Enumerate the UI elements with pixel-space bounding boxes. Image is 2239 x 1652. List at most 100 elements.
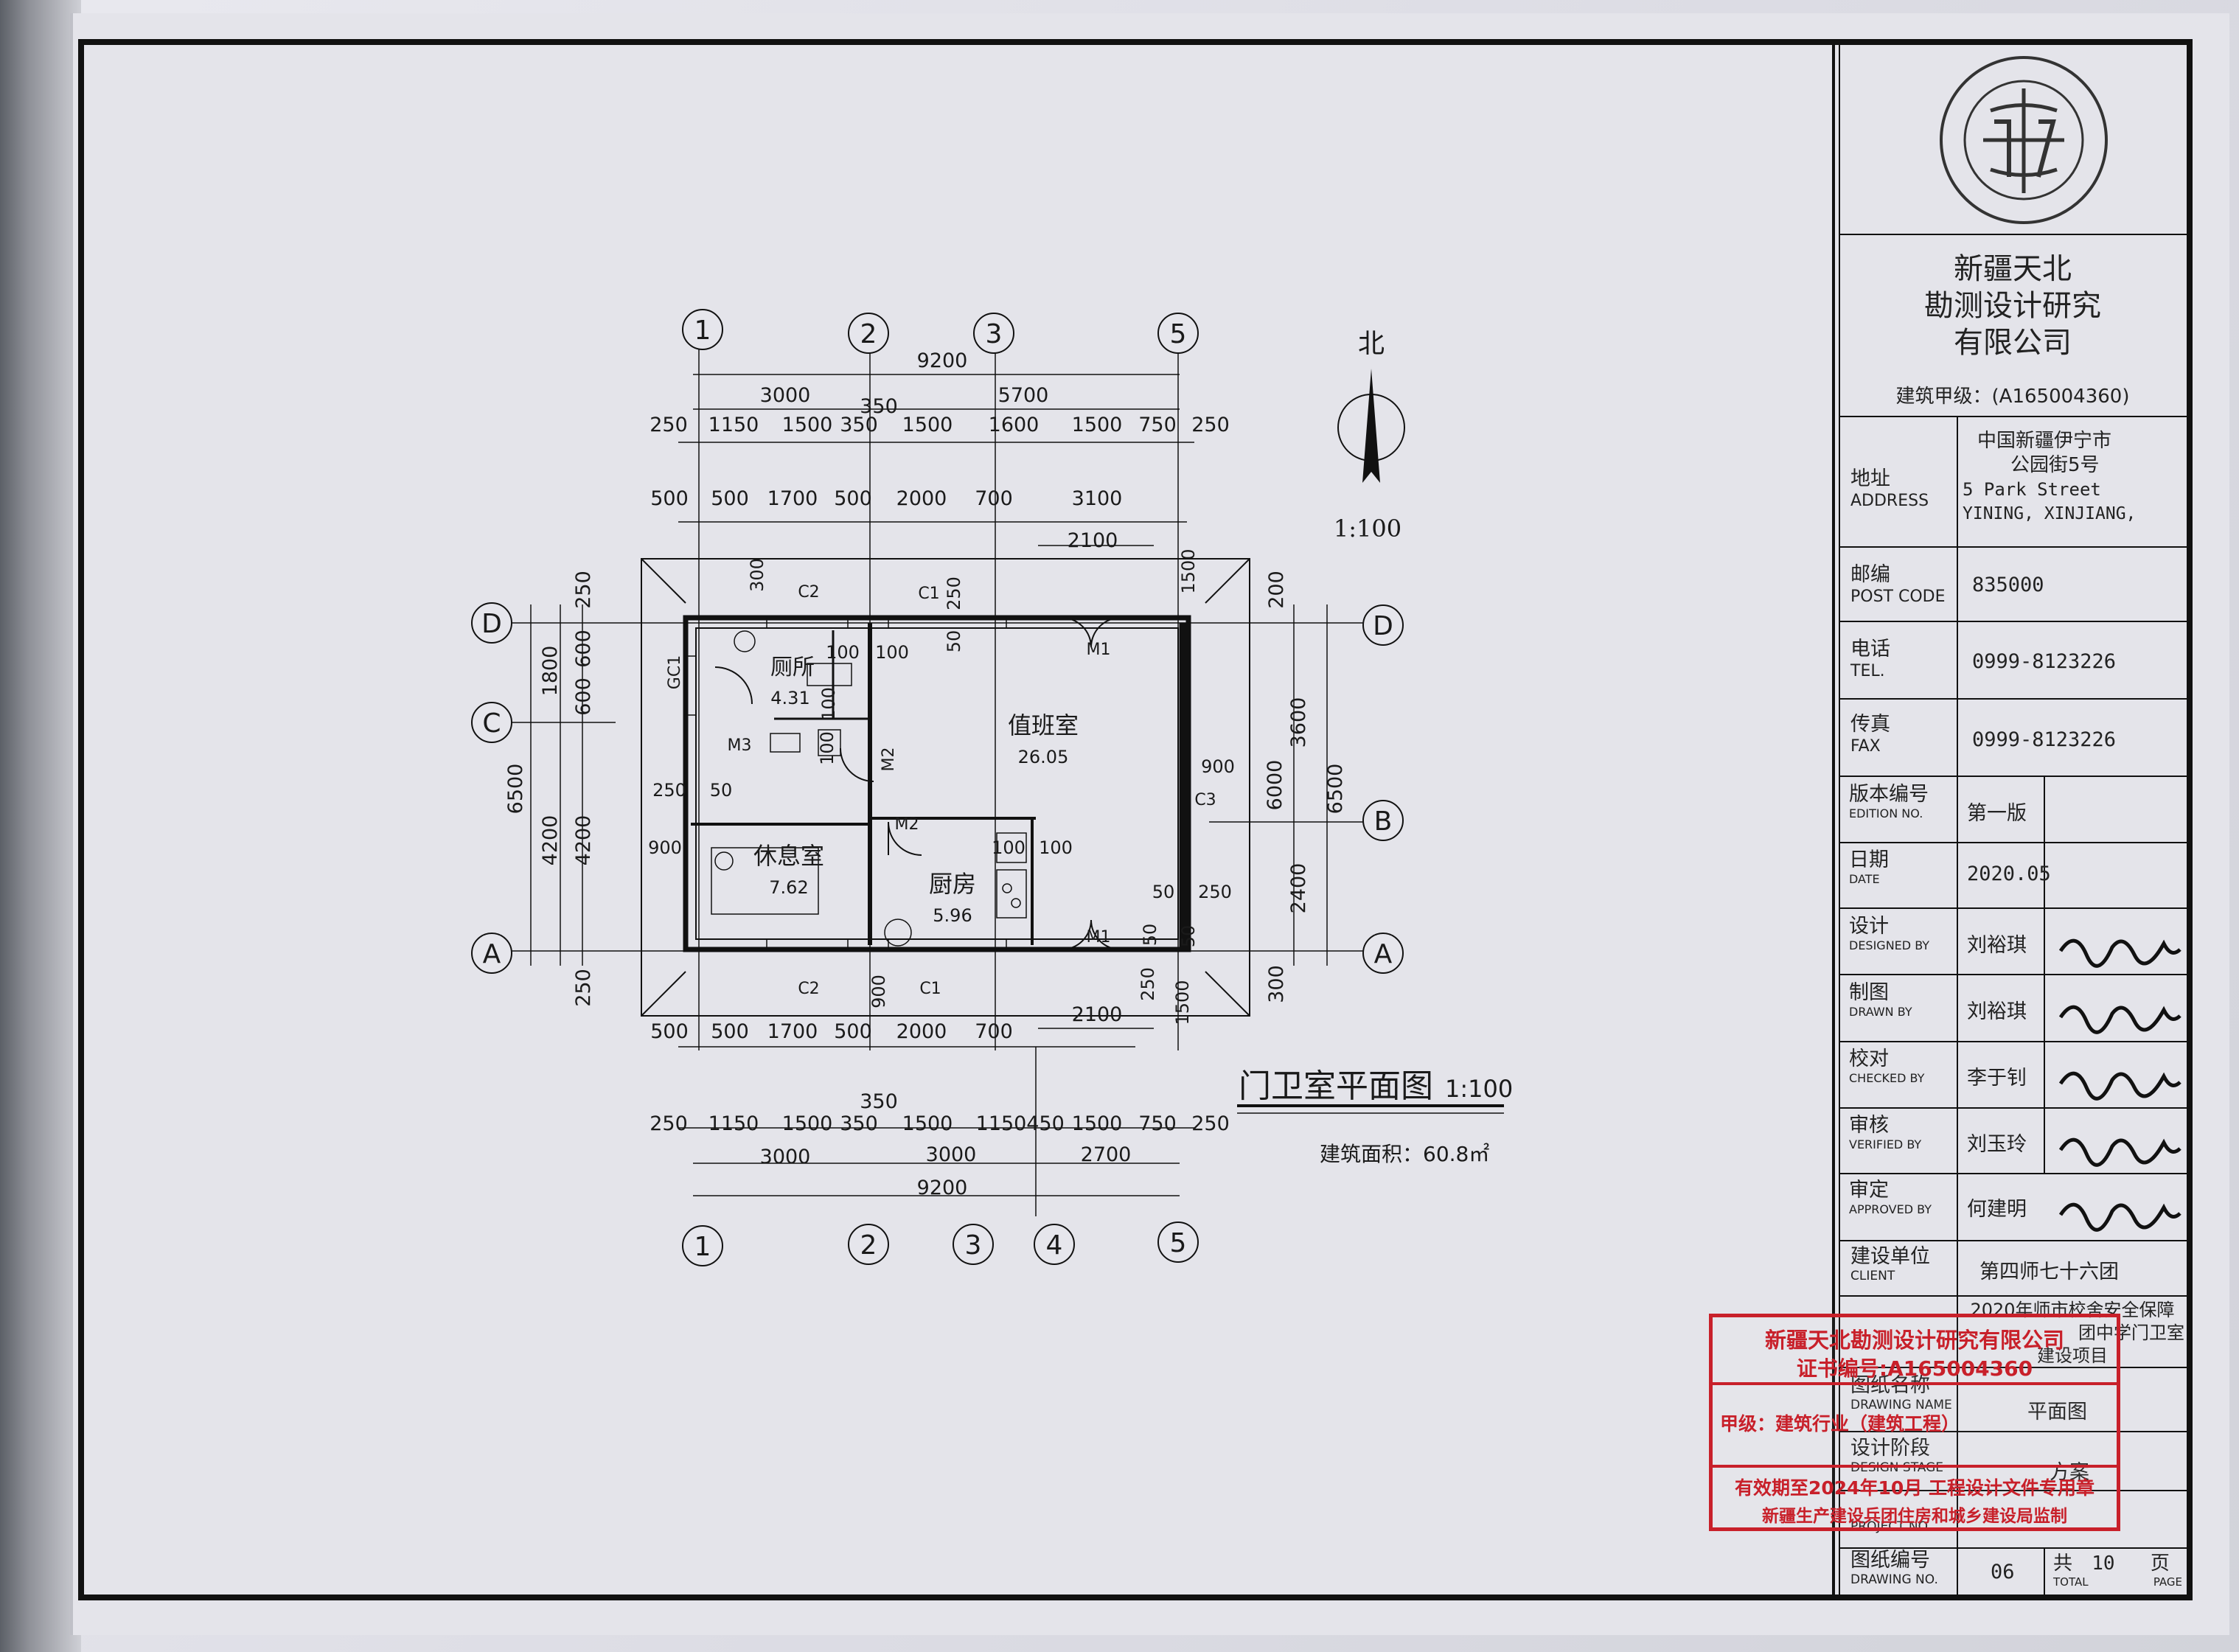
opening-tags: M1 M1 M2 M2 M3 C2 C1 C2 C1 C3 GC1	[666, 583, 1216, 998]
dim: 1500	[782, 414, 833, 436]
dim: 300	[747, 558, 767, 592]
axis-labels: 1 2 3 5 1 2 3 4 5 D C A D B A	[481, 316, 1393, 1262]
approved-value: 何建明	[1967, 1198, 2027, 1221]
plan-scale: 1:100	[1445, 1075, 1513, 1103]
inner-dimension-labels: 100 100 100 100 100 100 250 50 900 900 5…	[648, 548, 1235, 1025]
fax-label-en: FAX	[1850, 737, 1881, 756]
dim: 1700	[767, 487, 818, 510]
dim: 1150	[708, 414, 759, 436]
date-label-cn: 日期	[1849, 848, 1889, 871]
approved-label-en: APPROVED BY	[1849, 1202, 1932, 1216]
binding-shadow	[0, 0, 81, 1652]
building-area: 建筑面积：60.8㎡	[1320, 1142, 1489, 1166]
dim: 1150	[708, 1112, 759, 1135]
window-tag: C1	[919, 980, 941, 998]
stamp-line3: 甲级：建筑行业（建筑工程）	[1720, 1413, 1960, 1435]
design-stage-label-cn: 设计阶段	[1850, 1437, 1930, 1460]
axis-bottom-4: 4	[1046, 1230, 1063, 1261]
axis-top-5: 5	[1170, 319, 1187, 349]
dim: 1600	[989, 414, 1040, 436]
axis-bottom-2: 2	[860, 1230, 877, 1261]
window-tag: C2	[798, 583, 819, 602]
dim: 900	[868, 975, 889, 1008]
dim: 50	[1178, 925, 1199, 948]
dim: 1500	[1072, 414, 1123, 436]
total-value: 10	[2092, 1552, 2115, 1575]
room-name-kitchen: 厨房	[929, 870, 976, 898]
dim: 3000	[926, 1143, 977, 1166]
edition-label-cn: 版本编号	[1849, 783, 1929, 806]
axis-top-3: 3	[986, 319, 1003, 349]
axis-right-b: B	[1374, 806, 1393, 837]
door-tag: M1	[1087, 641, 1111, 659]
window-tag: GC1	[666, 655, 684, 689]
room-name-toilet: 厕所	[770, 655, 815, 680]
approved-signature	[2058, 1202, 2181, 1232]
qualification: 建筑甲级：(A165004360)	[1895, 386, 2130, 408]
dim-top-3000: 3000	[760, 384, 811, 407]
designed-value: 刘裕琪	[1967, 934, 2027, 957]
room-name-duty: 值班室	[1008, 711, 1079, 739]
page-cn: 页	[2150, 1552, 2170, 1575]
dim: 250	[652, 780, 686, 801]
drawn-label-en: DRAWN BY	[1849, 1005, 1912, 1019]
dim: 1500	[1178, 548, 1199, 593]
company-name-line3: 有限公司	[1954, 326, 2072, 360]
dim: 600	[572, 677, 595, 716]
dim: 6500	[1324, 764, 1347, 815]
checked-label-cn: 校对	[1849, 1048, 1889, 1070]
dim: 4200	[539, 815, 562, 866]
door-tag: M1	[1087, 928, 1111, 947]
address-line4: YINING, XINJIANG,	[1963, 504, 2137, 523]
address-label-cn: 地址	[1850, 467, 1890, 490]
room-area-toilet: 4.31	[770, 688, 809, 708]
dim: 1500	[782, 1112, 833, 1135]
drawing-no-value: 06	[1991, 1561, 2015, 1583]
approved-label-cn: 审定	[1849, 1179, 1889, 1202]
drawing-total: 共 10 页 TOTAL PAGE	[2053, 1548, 2186, 1589]
dim: 6500	[504, 764, 527, 815]
dim: 200	[1265, 571, 1288, 609]
dim: 500	[834, 1020, 872, 1043]
axis-left-a: A	[483, 939, 501, 969]
page-en: PAGE	[2153, 1575, 2182, 1589]
room-area-kitchen: 5.96	[933, 905, 972, 926]
dim: 250	[1138, 967, 1158, 1001]
dim-bottom-total: 9200	[917, 1177, 968, 1199]
project-line2: 团中学门卫室	[2078, 1322, 2184, 1343]
company-name-line1: 新疆天北	[1954, 252, 2072, 286]
designed-label-cn: 设计	[1849, 915, 1889, 938]
drawing-no-label: 图纸编号 DRAWING NO.	[1850, 1550, 1938, 1588]
dim: 3600	[1287, 697, 1310, 748]
door-tag: M2	[880, 747, 898, 772]
window-tag: C3	[1194, 791, 1216, 809]
stamp-line5: 新疆生产建设兵团住房和城乡建设局监制	[1762, 1507, 2067, 1526]
dim: 250	[650, 1112, 688, 1135]
dim: 3000	[760, 1146, 811, 1168]
tel-label: 电话 TEL.	[1850, 638, 1890, 683]
dim: 900	[648, 837, 682, 858]
window-tag: C1	[918, 585, 939, 603]
dim: 500	[650, 1020, 689, 1043]
drawing-no-label-en: DRAWING NO.	[1850, 1572, 1938, 1587]
checked-signature	[2058, 1071, 2181, 1101]
drawing-frame	[78, 39, 2193, 1600]
dim: 3100	[1072, 487, 1123, 510]
paper-sheet	[70, 13, 2229, 1635]
dim: 50	[710, 780, 733, 801]
vertical-dimension-labels: 250 1800 600 600 4200 4200 6500 250 200 …	[504, 571, 1347, 1007]
axis-left-c: C	[482, 708, 501, 739]
dim: 750	[1138, 414, 1177, 436]
tel-value: 0999-8123226	[1972, 650, 2117, 673]
title-block-grid	[1839, 234, 2187, 1595]
dim: 250	[1198, 882, 1232, 902]
postcode-value: 835000	[1972, 574, 2044, 596]
address-line2: 公园街5号	[2010, 454, 2100, 476]
axis-left-d: D	[481, 609, 502, 639]
dim: 250	[1191, 414, 1230, 436]
design-stage-label: 设计阶段 DESIGN STAGE	[1850, 1437, 1943, 1476]
project-line3: 建设项目	[2037, 1345, 2108, 1366]
